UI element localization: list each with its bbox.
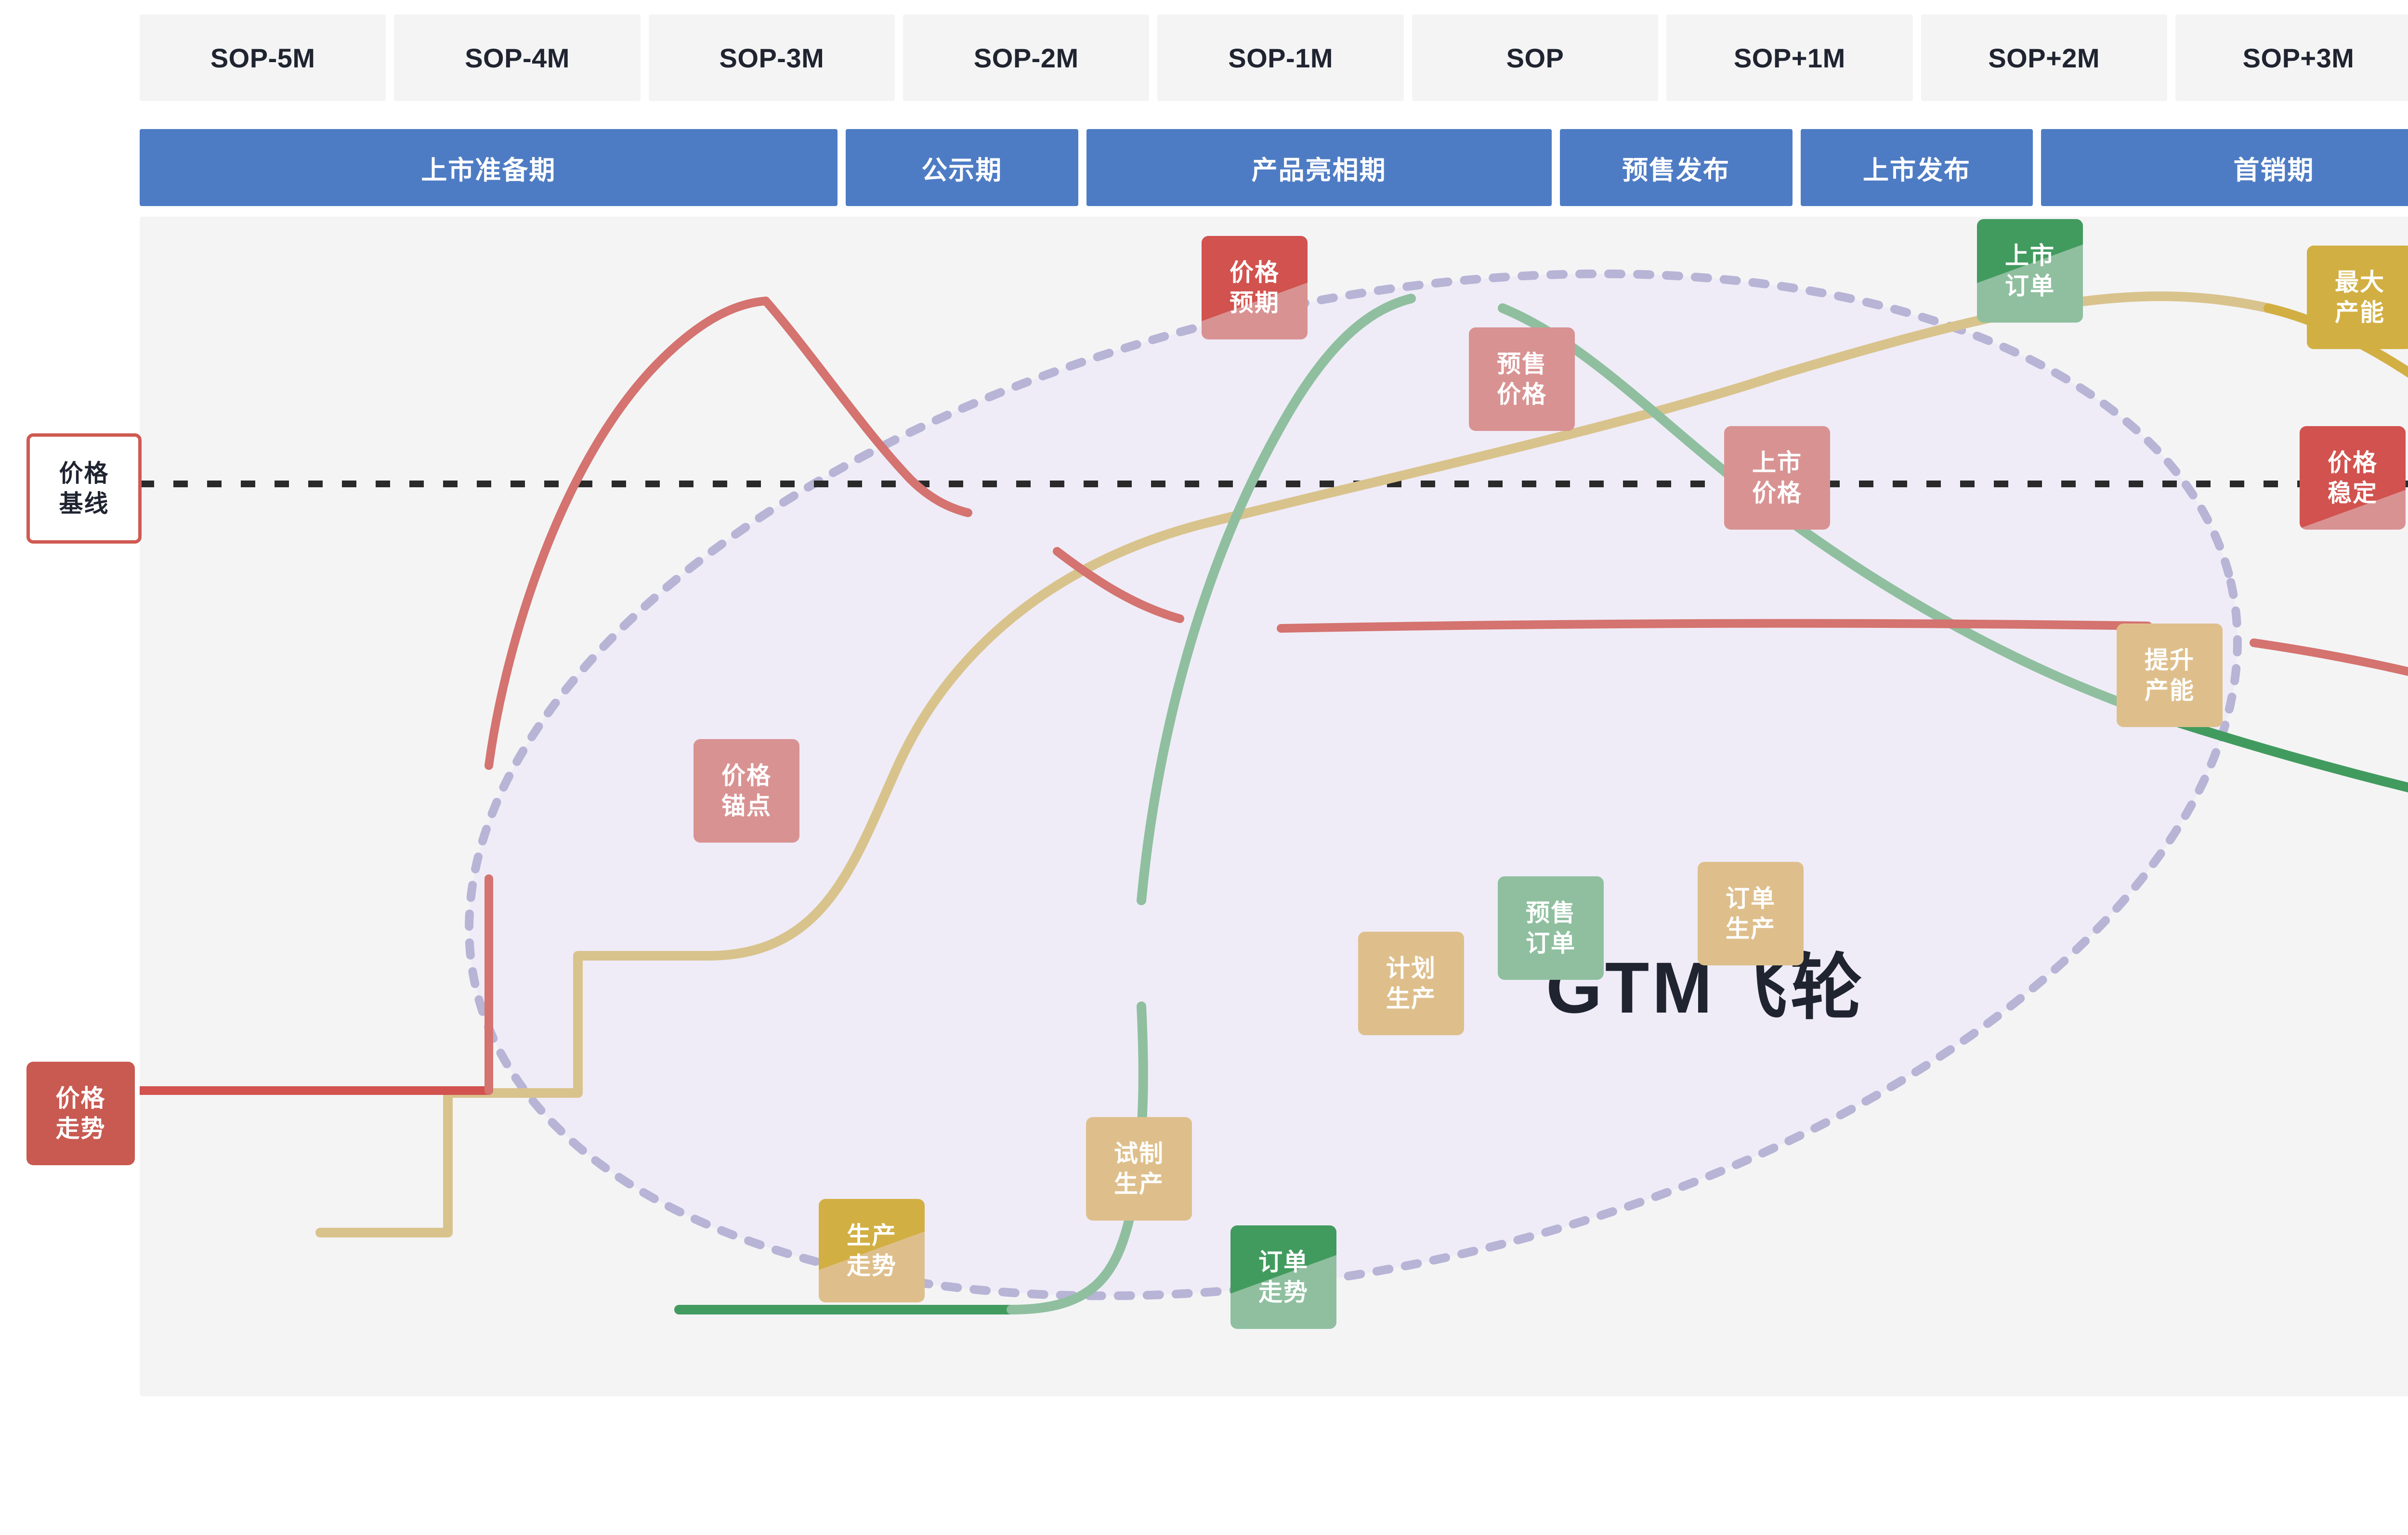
node-label-line: 锚点 (721, 792, 772, 820)
price-baseline-label-line1: 价格 (59, 460, 109, 487)
node-label-line: 订单 (1726, 885, 1776, 912)
price-trend-label-line2: 走势 (55, 1115, 106, 1142)
node-label-line: 试制 (1114, 1140, 1164, 1167)
timeline-tick-7: SOP+2M (1921, 14, 2167, 101)
node-production-trend[interactable]: 生产走势 (819, 1199, 925, 1302)
node-trial-production[interactable]: 试制生产 (1086, 1117, 1192, 1221)
node-order-production[interactable]: 订单生产 (1698, 862, 1804, 965)
node-label-line: 预售 (1526, 899, 1576, 926)
node-order-trend[interactable]: 订单走势 (1230, 1225, 1336, 1329)
flywheel-ellipse (465, 269, 2242, 1301)
node-label-line: 价格 (1230, 259, 1280, 286)
timeline-tick-0: SOP-5M (140, 14, 386, 101)
phase-3[interactable]: 预售发布 (1559, 129, 1793, 206)
node-label-line: 生产 (1114, 1170, 1164, 1197)
node-raise-capacity[interactable]: 提升产能 (2117, 624, 2223, 727)
node-max-capacity[interactable]: 最大产能 (2307, 246, 2408, 349)
node-label-line: 价格 (721, 762, 772, 789)
phase-1[interactable]: 公示期 (845, 129, 1078, 206)
node-label-line: 计划 (1386, 955, 1436, 982)
phase-2[interactable]: 产品亮相期 (1086, 129, 1552, 206)
node-presale-order[interactable]: 预售订单 (1498, 876, 1604, 980)
timeline-tick-5: SOP (1412, 14, 1659, 101)
node-label-line: 提升 (2145, 647, 2195, 674)
price-trend-label-line1: 价格 (55, 1085, 106, 1112)
phase-bar: 上市准备期公示期产品亮相期预售发布上市发布首销期平销期迭代公示迭代发布 (140, 129, 2408, 206)
node-label-line: 生产 (1726, 915, 1776, 942)
node-label-line: 走势 (847, 1252, 897, 1279)
order-flat-decline (2158, 713, 2408, 793)
node-label-line: 预售 (1497, 351, 1547, 377)
node-label-line: 最大 (2335, 269, 2385, 296)
phase-5[interactable]: 首销期 (2041, 129, 2408, 206)
node-label-line: 产能 (2145, 676, 2195, 704)
node-label-line: 生产 (1386, 985, 1436, 1012)
node-launch-order[interactable]: 上市订单 (1977, 219, 2083, 323)
price-stable-flat (1277, 619, 2152, 633)
curves-layer (140, 269, 2408, 1314)
price-expect-rise (484, 297, 770, 770)
node-price-stable[interactable]: 价格稳定 (2300, 426, 2406, 530)
timeline-tick-8: SOP+3M (2175, 14, 2408, 101)
node-presale-price[interactable]: 预售价格 (1469, 327, 1575, 431)
node-label-line: 生产 (847, 1222, 897, 1249)
node-label-line: 价格 (1752, 479, 1802, 507)
node-planned-production[interactable]: 计划生产 (1358, 932, 1464, 1035)
timeline-tick-4: SOP-1M (1157, 14, 1404, 101)
node-label-line: 稳定 (2328, 479, 2378, 507)
node-price-anchor[interactable]: 价格锚点 (694, 739, 799, 843)
timeline-tick-6: SOP+1M (1666, 14, 1913, 101)
node-label-line: 订单 (2005, 272, 2055, 299)
price-launch-fall (1053, 547, 1184, 623)
price-baseline-label: 价格 基线 (26, 433, 142, 544)
node-label-line: 上市 (2005, 242, 2055, 269)
price-presale-fall (761, 297, 972, 517)
plot-canvas: GTM飞轮 (140, 217, 2408, 1396)
production-descend-path (2264, 303, 2408, 378)
node-label-line: 订单 (1258, 1249, 1309, 1275)
price-decline-1 (2250, 638, 2408, 676)
node-label-line: 订单 (1526, 929, 1576, 957)
node-launch-price[interactable]: 上市价格 (1724, 426, 1830, 530)
node-label-line: 走势 (1258, 1278, 1309, 1306)
node-label-line: 预期 (1230, 289, 1280, 316)
node-label-line: 价格 (1497, 380, 1547, 408)
node-price-expect[interactable]: 价格预期 (1202, 236, 1308, 339)
order-launch-rise (1137, 294, 1416, 905)
phase-4[interactable]: 上市发布 (1800, 129, 2033, 206)
node-label-line: 上市 (1752, 449, 1802, 476)
timeline-tick-2: SOP-3M (648, 14, 895, 101)
node-label-line: 价格 (2328, 449, 2378, 476)
timeline-tick-3: SOP-2M (903, 14, 1150, 101)
price-trend-label: 价格 走势 (26, 1062, 135, 1165)
price-baseline-label-line2: 基线 (59, 490, 109, 517)
timeline-tick-1: SOP-4M (394, 14, 641, 101)
node-label-line: 产能 (2335, 299, 2385, 326)
phase-0[interactable]: 上市准备期 (140, 129, 838, 206)
